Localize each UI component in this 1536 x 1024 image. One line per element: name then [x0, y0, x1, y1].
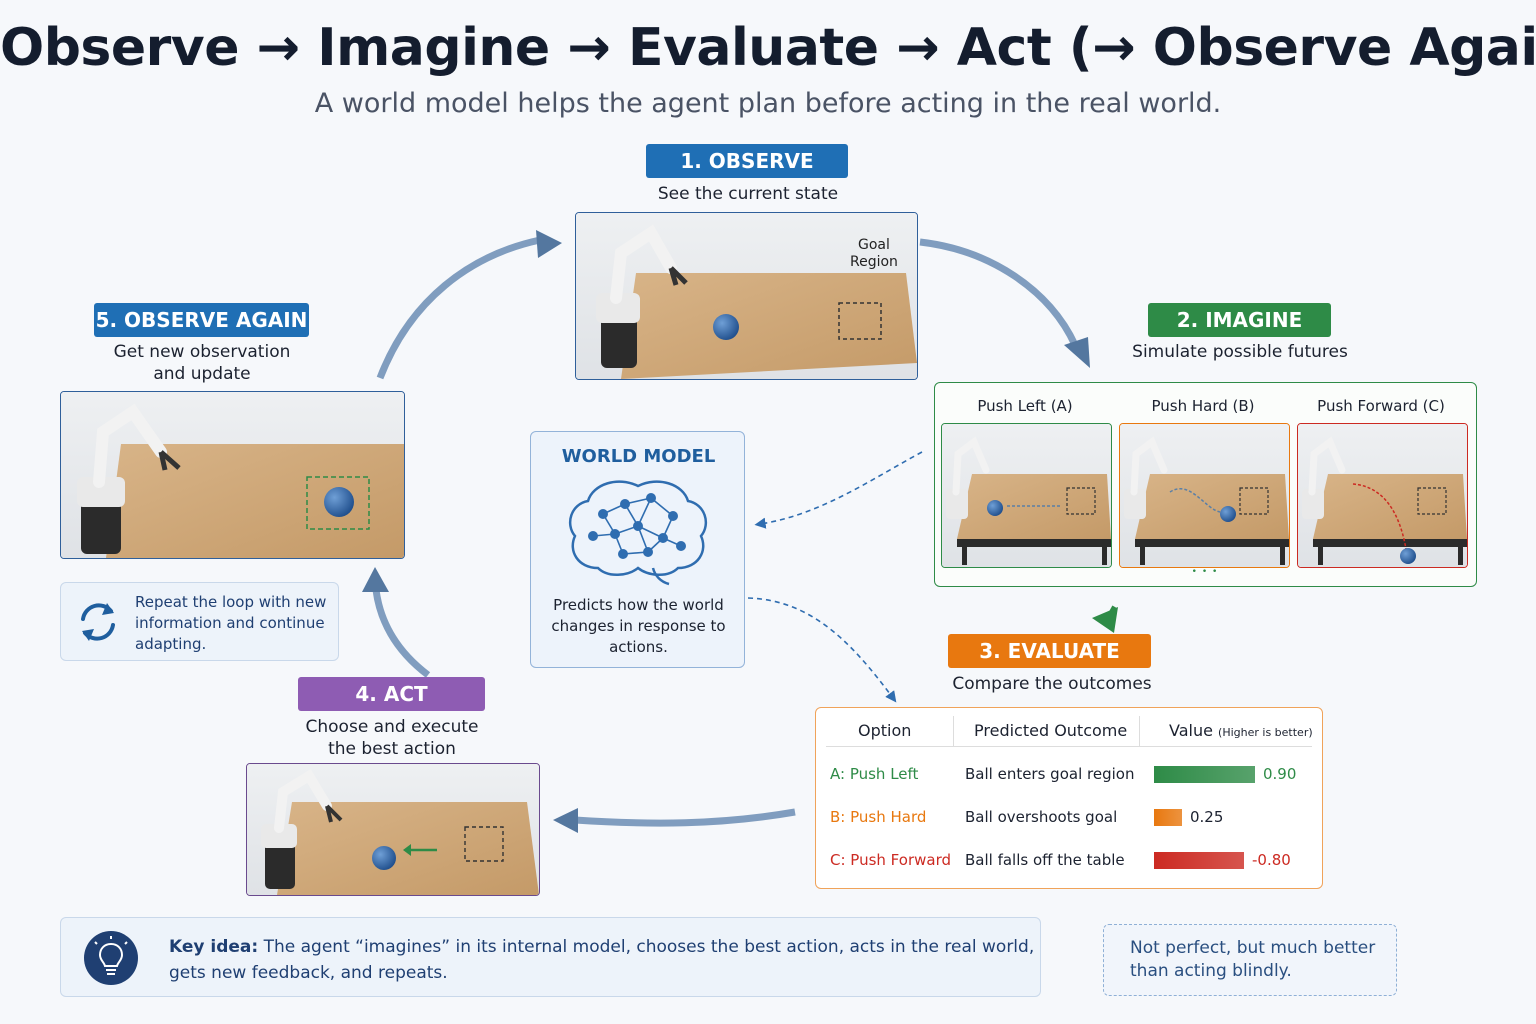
observe-badge: 1. OBSERVE: [646, 144, 848, 178]
future-scene-c: [1297, 423, 1468, 568]
goal-label: Goal Region: [850, 237, 898, 270]
future-scene-b: [1119, 423, 1290, 568]
future-label-b: Push Hard (B): [1151, 397, 1255, 415]
imagine-badge: 2. IMAGINE: [1148, 303, 1331, 337]
goal-region: [838, 302, 882, 340]
imagine-caption: Simulate possible futures: [1132, 342, 1348, 362]
arrow-head-4: [553, 808, 578, 833]
page-title: Observe → Imagine → Evaluate → Act (→ Ob…: [0, 18, 1536, 78]
lightbulb-icon: [84, 931, 138, 985]
key-idea-text: Key idea: The agent “imagines” in its in…: [169, 937, 1035, 983]
row-value-label: 0.25: [1190, 808, 1224, 826]
ball: [713, 314, 739, 340]
world-model-panel: WORLD MODEL Predicts how the world chang…: [530, 431, 745, 668]
row-option: B: Push Hard: [830, 808, 927, 826]
dashed-model-to-evaluate: [747, 597, 897, 703]
header-outcome: Predicted Outcome: [974, 721, 1128, 740]
arrow-evaluate-to-act: [574, 808, 796, 827]
arrow-head-2: [1064, 337, 1090, 368]
row-value-label: -0.80: [1252, 851, 1291, 869]
observe-caption: See the current state: [657, 184, 839, 204]
brain-network-icon: [568, 480, 708, 586]
observe-scene: Goal Region: [575, 212, 918, 380]
loop-note: Repeat the loop with new information and…: [60, 582, 339, 661]
arrow-observe-to-imagine: [919, 238, 1079, 347]
future-label-c: Push Forward (C): [1317, 397, 1445, 415]
arrow-observe-again-to-observe: [376, 236, 541, 380]
imagine-panel: Push Left (A) Push Hard (B) Push Forward…: [934, 382, 1477, 587]
refresh-icon: [81, 603, 115, 641]
row-option: A: Push Left: [830, 765, 919, 783]
arrow-head-5: [362, 567, 389, 592]
act-caption: Choose and execute the best action: [305, 717, 479, 759]
page-subtitle: A world model helps the agent plan befor…: [314, 88, 1222, 119]
header-value: Value (Higher is better): [1169, 721, 1313, 740]
observe-again-caption: Get new observation and update: [113, 342, 291, 384]
evaluation-table: Option Predicted Outcome Value (Higher i…: [815, 707, 1323, 889]
arrow-act-to-observe-again: [372, 589, 431, 678]
future-label-a: Push Left (A): [977, 397, 1073, 415]
row-value-bar: [1154, 766, 1255, 783]
arrow-head-3: [1092, 607, 1118, 633]
row-outcome: Ball falls off the table: [965, 851, 1125, 869]
world-model-desc: Predicts how the world changes in respon…: [551, 596, 726, 656]
evaluate-caption: Compare the outcomes: [952, 674, 1152, 694]
loop-note-text: Repeat the loop with new information and…: [135, 593, 327, 653]
row-outcome: Ball enters goal region: [965, 765, 1135, 783]
more-futures: • • •: [1191, 567, 1219, 577]
row-option: C: Push Forward: [830, 851, 951, 869]
act-badge: 4. ACT: [298, 677, 485, 711]
header-option: Option: [858, 721, 912, 740]
note-panel: Not perfect, but much better than acting…: [1103, 924, 1397, 996]
world-model-title: WORLD MODEL: [561, 446, 716, 467]
dashed-imagine-to-model: [754, 451, 923, 529]
key-idea-panel: Key idea: The agent “imagines” in its in…: [60, 917, 1041, 997]
row-value-bar: [1154, 852, 1244, 869]
row-value-bar: [1154, 809, 1182, 826]
note-text: Not perfect, but much better than acting…: [1130, 938, 1376, 981]
act-scene: [246, 763, 540, 896]
row-value-label: 0.90: [1263, 765, 1297, 783]
observe-again-scene: [60, 391, 405, 559]
observe-again-badge: 5. OBSERVE AGAIN: [94, 303, 309, 337]
evaluate-badge: 3. EVALUATE: [948, 634, 1151, 668]
arrow-head-1: [536, 230, 562, 258]
future-scene-a: [941, 423, 1112, 568]
row-outcome: Ball overshoots goal: [965, 808, 1118, 826]
